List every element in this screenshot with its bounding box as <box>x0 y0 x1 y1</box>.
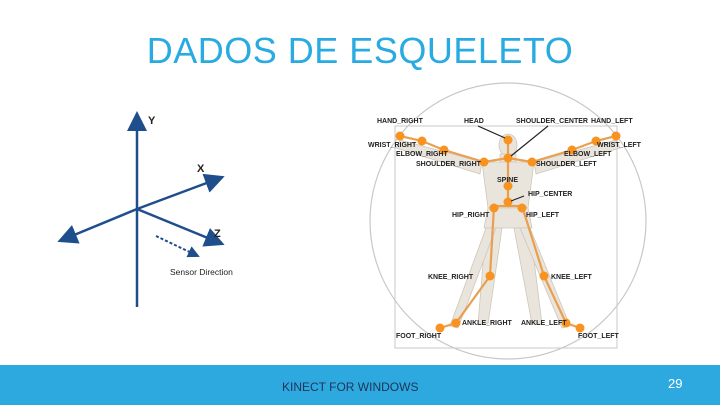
skeleton-joints <box>395 131 621 333</box>
x-axis <box>136 173 225 211</box>
page-number: 29 <box>668 376 683 391</box>
label-knee-right: KNEE_RIGHT <box>428 274 474 281</box>
joint-hip-right <box>489 203 499 213</box>
joint-knee-right <box>485 271 495 281</box>
joint-spine <box>503 181 513 191</box>
z-axis <box>136 207 225 247</box>
label-shoulder-left: SHOULDER_LEFT <box>536 161 597 168</box>
label-foot-left: FOOT_LEFT <box>578 333 620 340</box>
sensor-direction-arrow <box>155 235 200 258</box>
sensor-direction-label: Sensor Direction <box>170 267 233 277</box>
joint-hip-left <box>517 203 527 213</box>
footer-text: KINECT FOR WINDOWS <box>282 380 419 394</box>
neg-axis <box>57 207 138 244</box>
joint-shoulder-center <box>503 153 513 163</box>
label-shoulder-center: SHOULDER_CENTER <box>516 118 588 125</box>
label-pointers <box>477 125 549 202</box>
joint-shoulder-left <box>527 157 537 167</box>
joint-elbow-right <box>439 145 449 155</box>
joint-shoulder-right <box>479 157 489 167</box>
joint-foot-right <box>435 323 445 333</box>
label-hip-center: HIP_CENTER <box>528 191 572 198</box>
label-hip-left: HIP_LEFT <box>526 212 560 219</box>
vitruvian-circle <box>369 82 647 360</box>
joint-wrist-left <box>591 136 601 146</box>
footer-bar: KINECT FOR WINDOWS 29 <box>0 365 720 405</box>
label-knee-left: KNEE_LEFT <box>551 274 593 281</box>
x-axis-label: X <box>197 163 205 175</box>
joint-ankle-right <box>451 318 461 328</box>
joint-hand-left <box>611 131 621 141</box>
y-axis-label: Y <box>148 115 156 127</box>
joint-hip-center <box>503 197 513 207</box>
joint-hand-right <box>395 131 405 141</box>
label-head: HEAD <box>464 118 484 125</box>
joint-ankle-left <box>561 318 571 328</box>
joint-head <box>503 135 513 145</box>
slide-title: DADOS DE ESQUELETO <box>146 30 574 71</box>
label-ankle-right: ANKLE_RIGHT <box>462 320 513 327</box>
coordinate-axes-diagram: Y X Z Sensor Direction <box>57 111 233 307</box>
joint-foot-left <box>575 323 585 333</box>
label-hand-left: HAND_LEFT <box>591 118 633 125</box>
joint-wrist-right <box>417 136 427 146</box>
label-hand-right: HAND_RIGHT <box>377 118 424 125</box>
vitruvian-square <box>394 125 618 349</box>
label-wrist-left: WRIST_LEFT <box>597 142 642 149</box>
label-elbow-left: ELBOW_LEFT <box>564 151 612 158</box>
z-axis-label: Z <box>214 228 221 240</box>
joint-elbow-left <box>567 145 577 155</box>
label-elbow-right: ELBOW_RIGHT <box>396 151 448 158</box>
joint-knee-left <box>539 271 549 281</box>
label-foot-right: FOOT_RIGHT <box>396 333 442 340</box>
label-ankle-left: ANKLE_LEFT <box>521 320 567 327</box>
label-spine: SPINE <box>497 177 518 184</box>
skeleton-diagram: HAND_RIGHT HEAD SHOULDER_CENTER HAND_LEF… <box>368 82 647 360</box>
label-hip-right: HIP_RIGHT <box>452 212 490 219</box>
label-shoulder-right: SHOULDER_RIGHT <box>416 161 482 168</box>
label-wrist-right: WRIST_RIGHT <box>368 142 417 149</box>
